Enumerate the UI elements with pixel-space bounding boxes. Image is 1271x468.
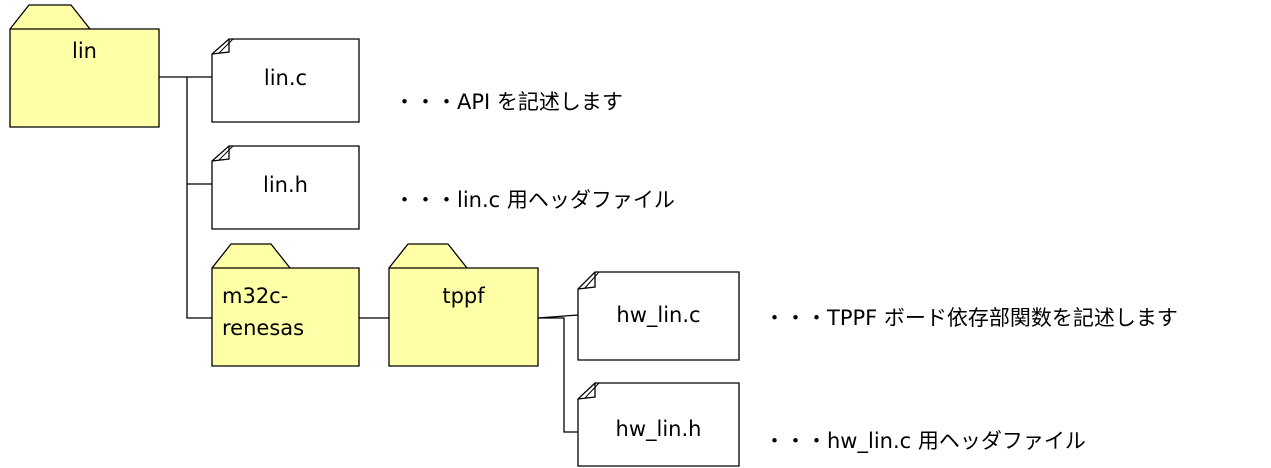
file-lin-h[interactable] — [211, 145, 360, 230]
file-lin-c[interactable] — [211, 38, 360, 123]
note-hw-lin-h: ・・・hw_lin.c 用ヘッダファイル — [764, 429, 1086, 453]
file-hw-lin-c[interactable] — [577, 271, 740, 361]
file-label-hw-lin-c: hw_lin.c — [616, 303, 701, 327]
folder-icon — [211, 243, 360, 367]
folder-lin[interactable] — [9, 4, 160, 128]
connector-tppf-branch — [538, 317, 578, 433]
note-hw-lin-c: ・・・TPPF ボード依存部関数を記述します — [764, 306, 1178, 330]
folder-m32c-renesas[interactable] — [211, 243, 360, 367]
connector-hw-lin-c — [537, 314, 579, 319]
file-label-lin-c: lin.c — [263, 66, 308, 90]
file-label-lin-h: lin.h — [263, 173, 308, 197]
folder-label-m32c-line2: renesas — [222, 316, 305, 340]
file-icon — [577, 382, 740, 467]
folder-icon — [9, 4, 160, 128]
folder-icon — [388, 243, 539, 367]
folder-label-lin: lin — [72, 39, 97, 63]
connector-lines — [159, 76, 579, 433]
folder-label-m32c-line1: m32c- — [222, 284, 289, 308]
file-icon — [211, 145, 360, 230]
file-hw-lin-h[interactable] — [577, 382, 740, 467]
connector-trunk — [159, 76, 212, 319]
note-lin-h: ・・・lin.c 用ヘッダファイル — [394, 188, 675, 212]
file-icon — [577, 271, 740, 361]
file-label-hw-lin-h: hw_lin.h — [615, 417, 702, 441]
file-icon — [211, 38, 360, 123]
note-lin-c: ・・・API を記述します — [394, 90, 623, 114]
folder-tppf[interactable] — [388, 243, 539, 367]
folder-label-tppf: tppf — [442, 284, 485, 308]
